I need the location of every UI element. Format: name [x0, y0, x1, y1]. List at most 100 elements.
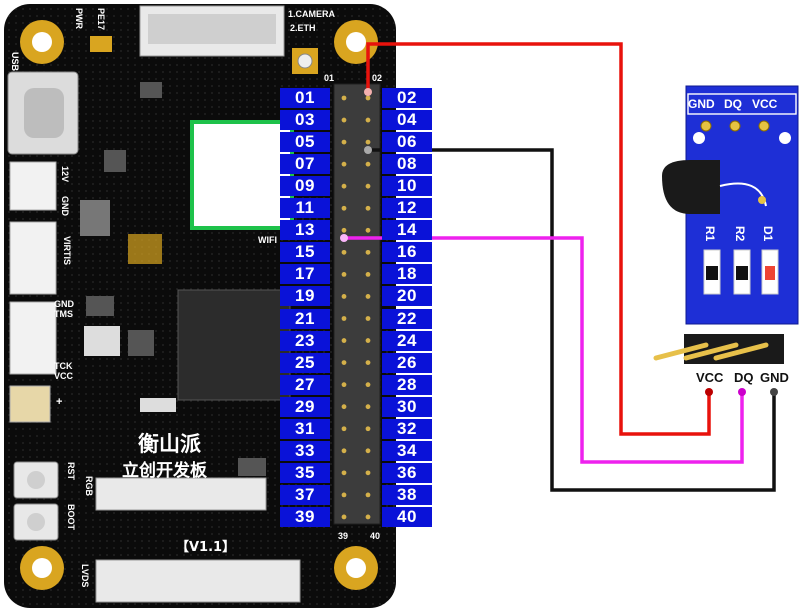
pin-label-16: 16: [382, 242, 432, 263]
rst-label: RST: [66, 462, 76, 480]
battery-connector: [9, 385, 51, 423]
pin-label-28: 28: [382, 374, 432, 395]
pin-label-08: 08: [382, 154, 432, 175]
rst-button-icon: [13, 461, 59, 499]
pin-label-34: 34: [382, 440, 432, 461]
module-top-label-vcc: VCC: [752, 97, 778, 111]
header-pin-20: [365, 294, 371, 299]
gnd-label: GND: [60, 196, 70, 216]
board-name: 衡山派: [138, 432, 201, 456]
mounting-hole-icon: [20, 20, 64, 64]
antenna-connector-icon: [292, 48, 318, 74]
pin-label-06: 06: [382, 132, 432, 153]
header-pin-15: [341, 249, 347, 255]
header-pin-11: [341, 205, 347, 211]
pin-label-20: 20: [382, 286, 432, 307]
power-connector: [9, 161, 57, 211]
pin-label-23: 23: [280, 330, 330, 351]
virtis-connector: [9, 221, 57, 295]
pin-label-29: 29: [280, 396, 330, 417]
pin-label-03: 03: [280, 110, 330, 131]
board-version: 【V1.1】: [176, 540, 236, 555]
header-pin-28: [365, 382, 371, 388]
camera-label: 1.CAMERA: [288, 9, 336, 19]
module-top-label-dq: DQ: [724, 97, 742, 111]
soc-chip: [177, 289, 291, 401]
header-label-01: 01: [324, 73, 335, 83]
pin-label-22: 22: [382, 308, 432, 329]
mounting-hole-icon: [20, 546, 64, 590]
eth-label: 2.ETH: [290, 23, 316, 33]
pe17-label: PE17: [96, 8, 106, 31]
header-pin-35: [341, 470, 347, 476]
pwr-label: PWR: [74, 8, 84, 29]
header-pin-16: [365, 249, 371, 255]
wire-vcc: [366, 42, 711, 436]
pin-label-36: 36: [382, 462, 432, 483]
header-pin-37: [341, 492, 347, 498]
header-pin-8: [365, 161, 371, 167]
tck-label: TCK: [54, 361, 73, 371]
vcc-label: VCC: [54, 371, 74, 381]
header-pin-2: [365, 95, 371, 101]
wifi-module: [190, 120, 294, 230]
rgb-fpc-connector: [95, 477, 267, 511]
boot-label: BOOT: [66, 504, 76, 530]
pin-label-26: 26: [382, 352, 432, 373]
header-pin-17: [341, 272, 347, 277]
pin-label-05: 05: [280, 132, 330, 153]
header-pin-14: [365, 227, 371, 233]
pin-label-10: 10: [382, 176, 432, 197]
header-pin-21: [341, 316, 347, 321]
pin-label-01: 01: [280, 88, 330, 108]
mounting-hole-icon: [334, 546, 378, 590]
header-pin-22: [365, 316, 371, 321]
pin-label-19: 19: [280, 286, 330, 307]
header-pin-25: [341, 360, 347, 365]
header-pin-3: [341, 117, 347, 123]
wire-endpoint-gnd: [364, 146, 372, 154]
tms-label: TMS: [54, 309, 73, 319]
header-pin-19: [341, 294, 347, 299]
header-pin-18: [365, 272, 371, 277]
usb-label: USB: [10, 52, 20, 72]
ds18b20-module: [653, 85, 799, 364]
wire-gnd: [368, 148, 776, 492]
pin-label-18: 18: [382, 264, 432, 285]
header-pin-24: [365, 338, 371, 343]
pin-label-02: 02: [382, 88, 432, 108]
wire-endpoint-vcc: [364, 88, 372, 96]
header-pin-40: [365, 514, 371, 520]
header-pin-26: [365, 360, 371, 365]
header-pin-30: [365, 404, 371, 410]
pin-label-27: 27: [280, 374, 330, 395]
pin-label-09: 09: [280, 176, 330, 197]
lvds-label: LVDS: [80, 564, 90, 588]
board-subtitle: 立创开发板: [122, 461, 207, 481]
pin-label-15: 15: [280, 242, 330, 263]
module-pin-header: [684, 334, 784, 364]
module-label-r1: R1: [703, 226, 717, 242]
header-pin-23: [341, 338, 347, 343]
header-pin-7: [341, 161, 347, 167]
header-pin-38: [365, 492, 371, 498]
pin-label-04: 04: [382, 110, 432, 131]
gnd-jtag-label: GND: [54, 299, 74, 309]
pin-label-13: 13: [280, 220, 330, 241]
pin-label-31: 31: [280, 418, 330, 439]
header-pin-31: [341, 426, 347, 432]
virtis-label: VIRTIS: [62, 236, 72, 266]
pin-label-38: 38: [382, 484, 432, 505]
mounting-hole-icon: [334, 20, 378, 64]
module-pin-vcc: VCC: [696, 370, 724, 385]
boot-button-icon: [13, 503, 59, 541]
plus-label: +: [56, 396, 63, 408]
pin-label-33: 33: [280, 440, 330, 461]
pin-label-37: 37: [280, 484, 330, 505]
header-pin-4: [365, 117, 371, 123]
header-pin-5: [341, 139, 347, 145]
header-pin-34: [365, 448, 371, 454]
header-pin-29: [341, 404, 347, 410]
header-pin-36: [365, 470, 371, 476]
temperature-sensor-icon: [662, 160, 767, 214]
